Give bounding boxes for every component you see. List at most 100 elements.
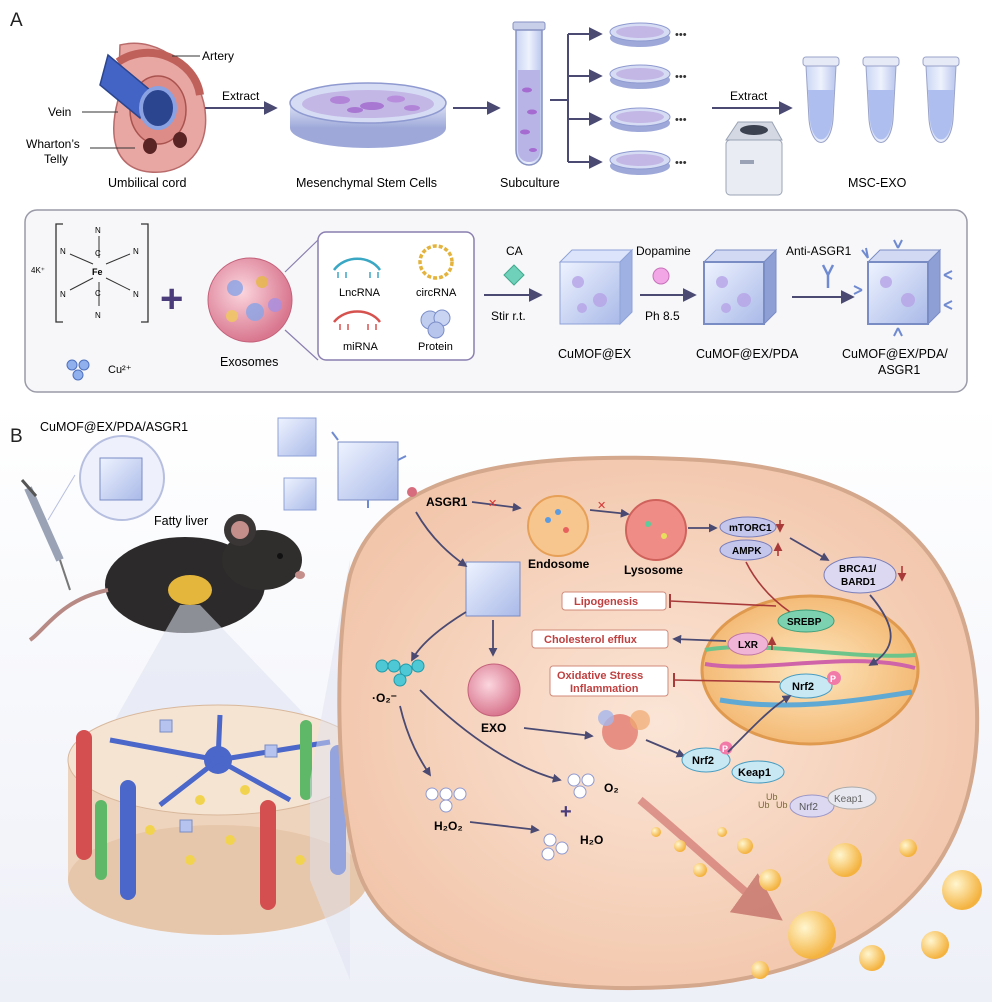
ferrocyanide-complex <box>55 223 149 323</box>
ampk-inhibit-line <box>745 561 791 613</box>
antibody-icon <box>821 264 835 288</box>
released-cargo-cluster <box>598 710 650 750</box>
complex-c-bottom: C <box>95 289 101 298</box>
exosome-illustration <box>207 257 293 343</box>
complex-n-bottom: N <box>95 311 101 320</box>
complex-n-top: N <box>95 226 101 235</box>
zoom-line-bottom <box>284 329 319 361</box>
nrf2-cyto-p-label: P <box>722 744 728 754</box>
ampk-oval <box>719 539 773 561</box>
ub-label-1: Ub <box>758 800 770 810</box>
eppendorf-tube-2 <box>862 56 900 143</box>
exo-label: EXO <box>481 721 506 735</box>
ub-label-3: Ub <box>776 800 788 810</box>
small-dish-1 <box>609 22 671 47</box>
superoxide-to-h2o2-arrow <box>399 705 431 777</box>
mtorc1-label: mTORC1 <box>729 523 772 534</box>
h2o2-label: H₂O₂ <box>434 819 463 833</box>
complex-c-top: C <box>95 249 101 258</box>
cholesterol-efflux-box <box>531 629 669 649</box>
nrf2-inhibit-line <box>673 679 781 683</box>
k4-label: 4K⁺ <box>31 266 45 275</box>
cumof-ex-pda-cube <box>702 248 778 326</box>
liver-zoom-beam <box>115 605 310 720</box>
complex-n-ll: N <box>60 290 66 299</box>
h2o-label: H₂O <box>580 833 603 847</box>
lipogenesis-label: Lipogenesis <box>574 596 638 608</box>
syringe-illustration <box>20 474 76 591</box>
protein-label: Protein <box>418 341 453 353</box>
lncrna-icon <box>332 257 382 278</box>
nrf2-nuclear-p-circle <box>827 671 841 685</box>
final-caption-line1: CuMOF@EX/PDA/ <box>842 347 948 361</box>
fatty-liver-label: Fatty liver <box>154 514 208 528</box>
complex-n-ul: N <box>60 247 66 256</box>
oxidative-stress-box <box>549 665 669 697</box>
exosomes-caption: Exosomes <box>220 355 278 369</box>
umbilical-cord-caption: Umbilical cord <box>108 176 187 190</box>
cargo-to-nrf2-arrow <box>645 739 686 758</box>
circrna-label: circRNA <box>416 287 457 299</box>
mirna-label: miRNA <box>343 341 378 353</box>
superoxide-molecules <box>375 659 425 687</box>
lipid-droplets <box>651 827 982 979</box>
ub-keap1-label: Keap1 <box>834 794 863 805</box>
endosome-to-lysosome-arrow <box>589 508 630 518</box>
ampk-label: AMPK <box>732 546 762 557</box>
ub-nrf2-oval <box>789 794 835 818</box>
nano-title: CuMOF@EX/PDA/ASGR1 <box>40 420 188 434</box>
protein-icon <box>420 309 451 339</box>
msc-exo-caption: MSC-EXO <box>848 176 907 190</box>
small-dish-4 <box>609 150 671 175</box>
centrifuge-illustration <box>725 121 783 196</box>
dopamine-icon <box>652 267 670 285</box>
h2o-molecules <box>541 833 569 861</box>
msc-caption: Mesenchymal Stem Cells <box>296 176 437 190</box>
lipogenesis-box <box>561 591 667 611</box>
dna-strand-pink <box>704 659 916 670</box>
h2o2-to-h2o-arrow <box>469 821 540 834</box>
h2o2-molecules <box>425 787 467 813</box>
subculture-caption: Subculture <box>500 176 560 190</box>
extract-label-1: Extract <box>222 89 260 103</box>
complex-n-lr: N <box>133 290 139 299</box>
lipogenesis-inhibit-line <box>669 600 777 607</box>
asgr1-label: ASGR1 <box>426 495 468 509</box>
ellipsis-3: ••• <box>675 114 687 126</box>
artery-label: Artery <box>202 49 234 63</box>
lxr-to-efflux-arrow <box>672 634 727 644</box>
stir-label: Stir r.t. <box>491 309 526 323</box>
cholesterol-efflux-label: Cholesterol efflux <box>544 634 638 646</box>
asgr1-receptor-icon <box>407 487 417 497</box>
wharton-label-line1: Wharton’s <box>26 137 80 151</box>
brca1-label-line2: BARD1 <box>841 577 876 588</box>
dna-strand-blue <box>719 689 913 708</box>
plus-sign: + <box>160 277 183 321</box>
complex-n-ur: N <box>133 247 139 256</box>
srebp-oval <box>777 609 835 633</box>
floating-nanoparticles <box>277 417 407 511</box>
oxidative-stress-line1: Oxidative Stress <box>557 670 643 682</box>
products-plus-sign: + <box>560 801 572 823</box>
ellipsis-4: ••• <box>675 157 687 169</box>
panel-b-letter: B <box>10 426 23 447</box>
msc-dish-illustration <box>289 82 447 148</box>
exo-vesicle <box>467 663 521 717</box>
superoxide-to-o2-arrow <box>419 689 562 783</box>
ca-label: CA <box>506 244 523 258</box>
lxr-label: LXR <box>738 640 759 651</box>
ca-crystal-icon <box>503 264 525 286</box>
nrf2-cyto-oval <box>681 747 731 773</box>
exo-release-arrow <box>523 727 594 740</box>
mouse-illustration <box>28 514 305 642</box>
anti-asgr1-label: Anti-ASGR1 <box>786 244 852 258</box>
dopamine-label: Dopamine <box>636 244 691 258</box>
ub-keap1-oval <box>827 786 877 810</box>
superoxide-label: ·O₂⁻ <box>372 691 397 705</box>
keap1-oval <box>731 760 785 784</box>
cumof-ex-pda-caption: CuMOF@EX/PDA <box>696 347 799 361</box>
dna-strand-green <box>704 645 916 658</box>
wharton-label-line2: Telly <box>44 152 68 166</box>
endosome-illustration <box>527 495 589 557</box>
